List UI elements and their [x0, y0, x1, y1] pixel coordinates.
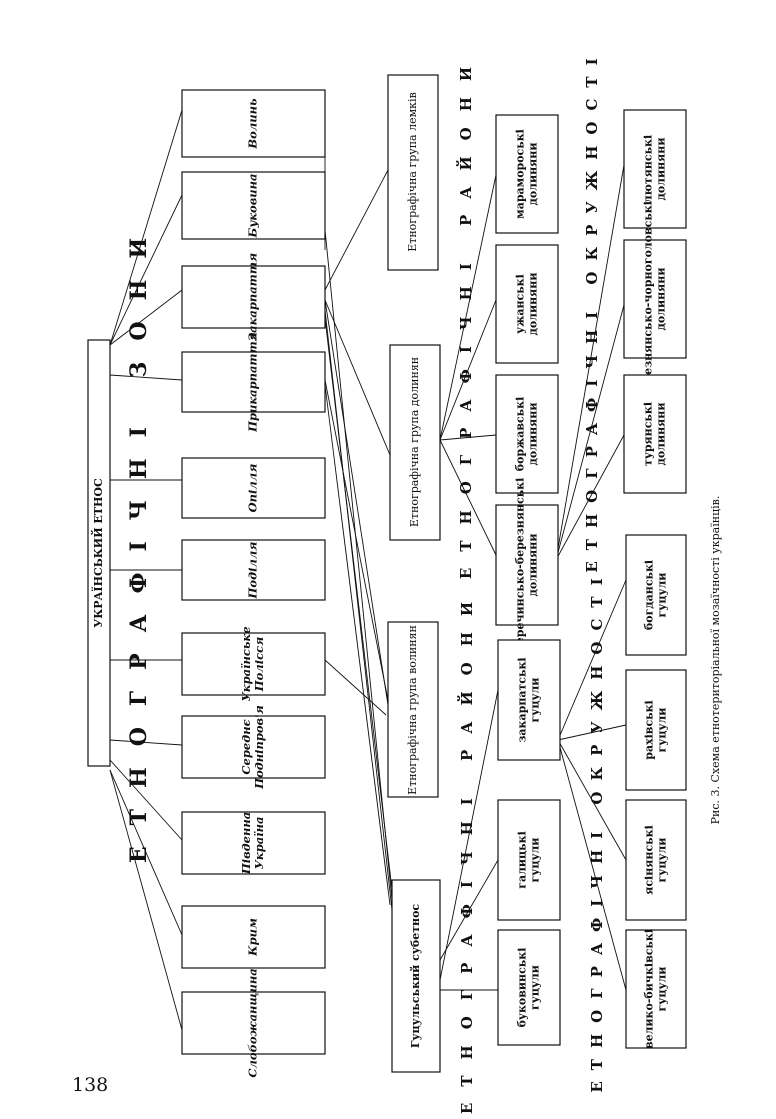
group-hutsul-label: Гуцульський субетнос	[409, 904, 422, 1049]
hutsul-okruzhnist-1: богданськігуцули	[625, 534, 687, 656]
hutsul-okruzhnist-2-label: рахівськігуцули	[643, 700, 669, 760]
group-volyniany-label: Етнографічна група волинян	[406, 625, 419, 795]
zone-box-8-label: СереднєПодніпров'я	[239, 705, 266, 790]
group-hutsul: Гуцульський субетнос	[391, 879, 441, 1073]
hutsul-okruzhnist-4: велико-бичківськігуцули	[625, 929, 687, 1049]
zone-box-11-label: Слобожанщина	[246, 968, 260, 1077]
connectors	[109, 109, 627, 1031]
dolyniany-region-1-label: мараморoськідолиняни	[514, 129, 540, 219]
zone-box-10-label: Крим	[246, 918, 260, 957]
zone-box-8: СереднєПодніпров'я	[181, 705, 326, 790]
hutsul-region-3-label: буковинськігуцули	[516, 948, 542, 1028]
hutsul-region-2: галицькігуцули	[497, 799, 561, 921]
zone-box-6-label: Поділля	[246, 542, 260, 600]
zone-boxes: ВолиньБуковинаЗакарпаттяПрикарпаттяОпілл…	[181, 89, 326, 1078]
regions-label-dolyniany: ЕТНОГРАФІЧНІ РАЙОНИ	[456, 51, 475, 579]
dolyniany-region-4: перечинсько-березнянськідолиняни	[495, 478, 559, 653]
hutsul-okruzhnist-3-label: ясінянськігуцули	[643, 825, 669, 895]
dolyniany-okruzhnist-1-label: лютянськідолиняни	[642, 135, 668, 203]
zone-box-4: Прикарпаття	[181, 332, 326, 433]
hutsul-okruzhnist-2: рахівськігуцули	[625, 669, 687, 791]
dolyniany-okruzhnist-3-label: турянськідолиняни	[642, 402, 668, 466]
zone-box-10: Крим	[181, 905, 326, 969]
hutsul-okruzhnist-1-label: богданськігуцули	[643, 560, 669, 630]
dolyniany-okruzhnist-2-label: березнянсько-чорноголовськідолиняни	[642, 201, 668, 397]
page-number: 138	[72, 1074, 109, 1096]
zone-box-7: УкраїнськеПолісся	[181, 626, 326, 702]
zone-box-1: Волинь	[181, 89, 326, 158]
dolyniany-okruzhnosti: лютянськідолиняниберезнянсько-чорноголов…	[623, 109, 687, 494]
hutsul-region-1-label: закарпатськігуцули	[516, 657, 542, 742]
zone-box-9: ПівденнаУкраїна	[181, 811, 326, 875]
zone-box-2-label: Буковина	[246, 174, 260, 239]
dolyniany-okruzhnist-2: березнянсько-чорноголовськідолиняни	[623, 201, 687, 397]
dolyniany-regions: мараморoськідолиняни ужанськідолиняни борж…	[495, 114, 559, 653]
okruzhnosti-label-hutsul: ЕТНОГРАФІЧНІ ОКРУЖНОСТІ	[588, 567, 606, 1092]
zone-box-1-label: Волинь	[246, 98, 260, 150]
zone-box-4-label: Прикарпаття	[246, 332, 260, 433]
regions-label-hutsul: ЕТНОГРАФІЧНІ РАЙОНИ	[457, 586, 476, 1114]
root-label: УКРАЇНСЬКИЙ ЕТНОС	[90, 478, 105, 628]
dolyniany-region-1: мараморoськідолиняни	[495, 114, 559, 234]
dolyniany-region-4-label: перечинсько-березнянськідолиняни	[514, 478, 540, 653]
zone-box-7-label: УкраїнськеПолісся	[239, 626, 266, 701]
zone-box-5: Опілля	[181, 457, 326, 519]
dolyniany-okruzhnist-3: турянськідолиняни	[623, 374, 687, 494]
figure-caption: Рис. 3. Схема етнотериторіальної мозаїчн…	[709, 496, 722, 825]
hutsul-region-1: закарпатськігуцули	[497, 639, 561, 761]
hutsul-okruzhnist-3: ясінянськігуцули	[625, 799, 687, 921]
group-volyniany: Етнографічна група волинян	[387, 621, 439, 798]
hutsul-region-3: буковинськігуцули	[497, 929, 561, 1046]
root-box: УКРАЇНСЬКИЙ ЕТНОС	[87, 339, 111, 767]
hutsul-okruzhnosti: богданськігуцули рахівськігуцули ясінянськ…	[625, 534, 687, 1049]
hutsul-regions: закарпатськігуцули галицькігуцули буковинс…	[497, 639, 561, 1046]
hutsul-region-2-label: галицькігуцули	[516, 831, 542, 889]
zone-box-9-label: ПівденнаУкраїна	[239, 812, 266, 875]
group-dolyniany-label: Етнографічна група долинян	[408, 357, 421, 527]
group-lemky: Етнографічна група лемків	[387, 74, 439, 271]
dolyniany-region-2: ужанськідолиняни	[495, 244, 559, 364]
hutsul-okruzhnist-4-label: велико-бичківськігуцули	[643, 929, 669, 1049]
zones-label: ЕТНОГРАФІЧНІ ЗОНИ	[126, 217, 152, 863]
zone-box-2: Буковина	[181, 171, 326, 240]
dolyniany-region-3: боржавськідолиняни	[495, 374, 559, 494]
group-dolyniany: Етнографічна група долинян	[389, 344, 441, 541]
zone-box-3-label: Закарпаття	[246, 253, 260, 341]
zone-box-3: Закарпаття	[181, 253, 326, 341]
zone-box-5-label: Опілля	[246, 464, 260, 513]
zone-box-6: Поділля	[181, 539, 326, 601]
dolyniany-region-3-label: боржавськідолиняни	[514, 397, 540, 472]
group-lemky-label: Етнографічна група лемків	[406, 92, 419, 252]
zone-box-11: Слобожанщина	[181, 968, 326, 1078]
dolyniany-region-2-label: ужанськідолиняни	[514, 273, 540, 336]
dolyniany-okruzhnist-1: лютянськідолиняни	[623, 109, 687, 229]
okruzhnosti-label-dolyniany: ЕТНОГРАФІЧНІ ОКРУЖНОСТІ	[583, 47, 601, 572]
